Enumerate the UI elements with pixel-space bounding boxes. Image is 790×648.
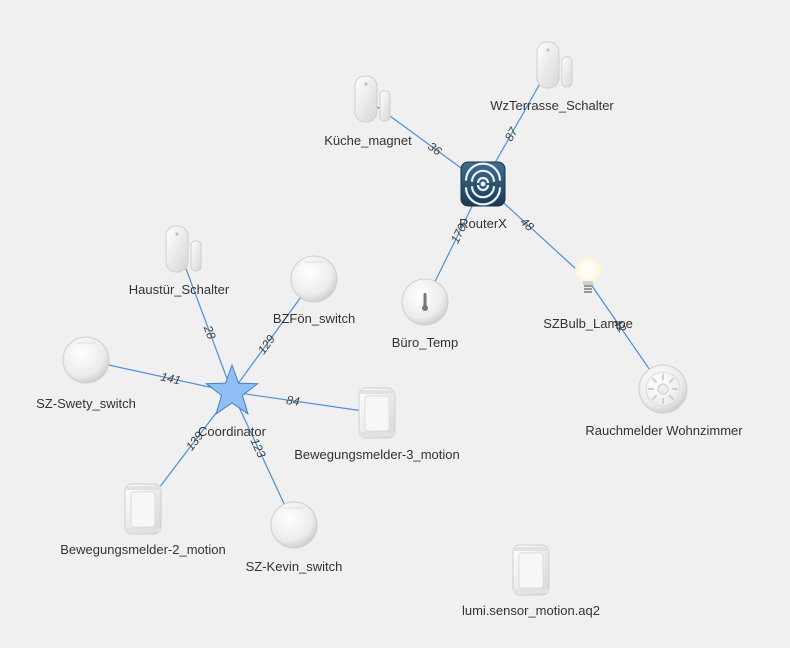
node-szkevin[interactable]: SZ-Kevin_switch (246, 501, 343, 574)
node-label: Haustür_Schalter (129, 282, 230, 297)
node-label: BZFön_switch (273, 311, 355, 326)
link-coordinator-haustur (178, 249, 233, 393)
lqi-label: 28 (201, 323, 219, 342)
node-label: Bewegungsmelder-3_motion (294, 447, 459, 462)
node-wzterrasse[interactable]: WzTerrasse_Schalter (490, 41, 614, 113)
lqi-label: 84 (285, 393, 301, 409)
contact-sensor-icon (536, 41, 573, 89)
node-label: Coordinator (198, 424, 267, 439)
lqi-label: 123 (247, 436, 268, 460)
node-label: WzTerrasse_Schalter (490, 98, 614, 113)
node-haustur[interactable]: Haustür_Schalter (129, 225, 230, 297)
motion-sensor-icon (512, 544, 550, 596)
node-label: Bewegungsmelder-2_motion (60, 542, 225, 557)
link-coordinator-bew3 (231, 391, 378, 414)
link-coordinator-szkevin (231, 391, 295, 526)
node-label: Rauchmelder Wohnzimmer (585, 423, 743, 438)
node-kuche[interactable]: Küche_magnet (324, 75, 412, 148)
node-label: Büro_Temp (392, 335, 458, 350)
node-coordinator[interactable]: Coordinator (198, 363, 267, 439)
motion-sensor-icon (358, 387, 396, 439)
button-switch-icon (290, 255, 338, 303)
button-switch-icon (270, 501, 318, 549)
contact-sensor-icon (165, 225, 202, 273)
lqi-label: 129 (255, 332, 278, 357)
node-bzfon[interactable]: BZFön_switch (273, 255, 355, 326)
node-bew2[interactable]: Bewegungsmelder-2_motion (60, 483, 226, 557)
temperature-sensor-icon (401, 278, 449, 326)
lqi-label: 36 (425, 139, 444, 158)
node-szbulb[interactable]: SZBulb_Lampe (543, 257, 633, 331)
node-label: SZBulb_Lampe (543, 316, 633, 331)
node-label: RouterX (459, 216, 507, 231)
contact-sensor-icon (354, 75, 391, 123)
node-label: Küche_magnet (324, 133, 412, 148)
button-switch-icon (62, 336, 110, 384)
smoke-detector-icon (638, 364, 688, 414)
light-bulb-icon (575, 257, 601, 293)
node-bew3[interactable]: Bewegungsmelder-3_motion (294, 387, 460, 462)
motion-sensor-icon (124, 483, 162, 535)
node-label: SZ-Kevin_switch (246, 559, 343, 574)
router-icon (460, 161, 506, 207)
star-icon (204, 363, 260, 415)
node-buro[interactable]: Büro_Temp (392, 278, 458, 350)
node-lumi[interactable]: lumi.sensor_motion.aq2 (462, 544, 600, 618)
node-label: SZ-Swety_switch (36, 396, 136, 411)
lqi-label: 141 (159, 370, 182, 388)
node-routerx[interactable]: RouterX (459, 161, 507, 231)
node-rauch[interactable]: Rauchmelder Wohnzimmer (585, 364, 743, 438)
node-label: lumi.sensor_motion.aq2 (462, 603, 600, 618)
link-coordinator-szswety (85, 359, 233, 393)
lqi-label: 87 (502, 124, 521, 144)
node-szswety[interactable]: SZ-Swety_switch (36, 336, 136, 411)
